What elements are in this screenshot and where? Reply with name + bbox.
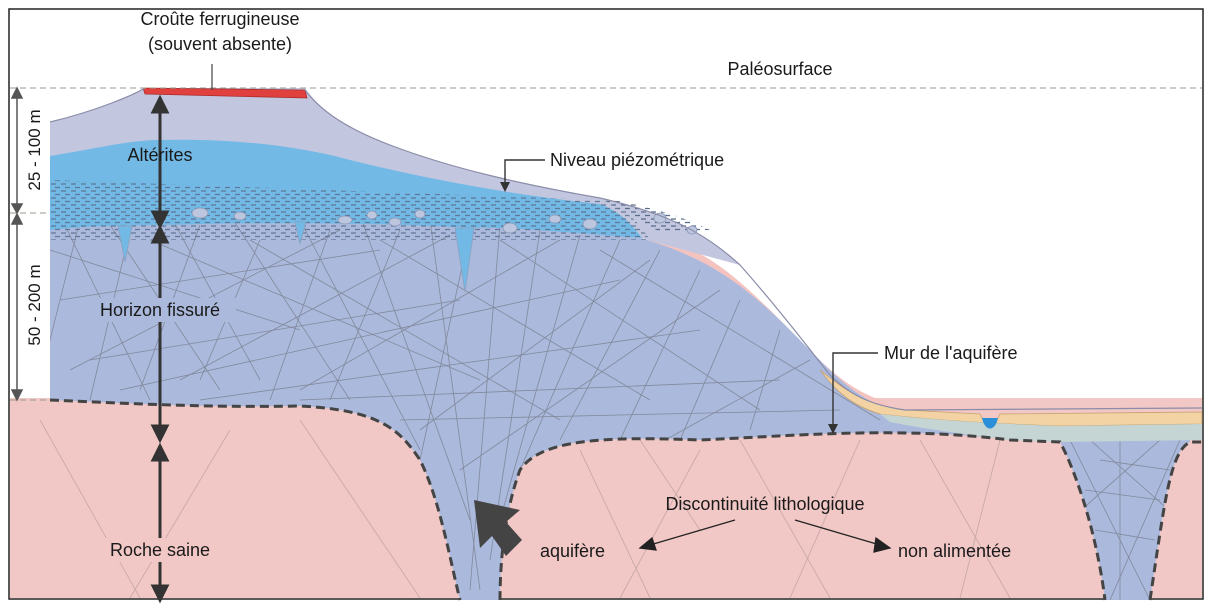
dimension-arrows bbox=[12, 88, 22, 400]
aquifer-floor-label: Mur de l'aquifère bbox=[884, 343, 1018, 363]
thickness-upper-label: 25 - 100 m bbox=[25, 109, 44, 190]
discontinuity-label: Discontinuité lithologique bbox=[665, 494, 864, 514]
alterites-label: Altérites bbox=[127, 145, 192, 165]
piezometric-label: Niveau piézométrique bbox=[550, 150, 724, 170]
healthy-rock-label: Roche saine bbox=[110, 540, 210, 560]
fissured-label: Horizon fissuré bbox=[100, 300, 220, 320]
crust-label-line1: Croûte ferrugineuse bbox=[140, 9, 299, 29]
crust-label-line2: (souvent absente) bbox=[148, 34, 292, 54]
not-fed-label: non alimentée bbox=[898, 541, 1011, 561]
thickness-lower-label: 50 - 200 m bbox=[25, 264, 44, 345]
aquifer-label: aquifère bbox=[540, 541, 605, 561]
paleosurface-label: Paléosurface bbox=[727, 59, 832, 79]
